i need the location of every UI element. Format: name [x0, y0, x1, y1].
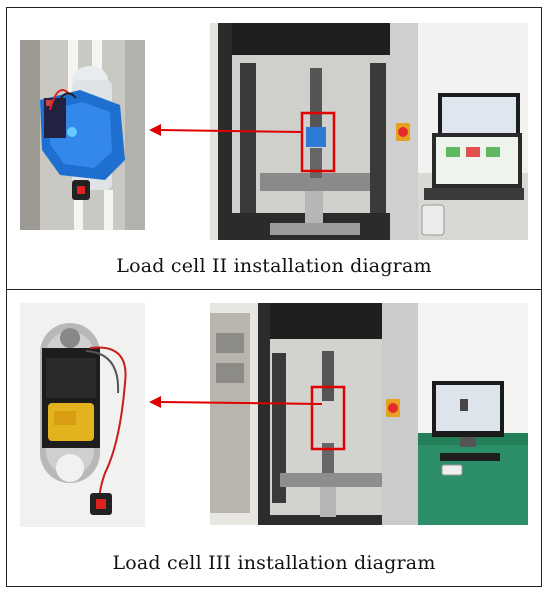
red-pointer-arrow-bottom [149, 396, 323, 408]
testing-machine-illustration-bottom [210, 303, 528, 525]
red-pointer-arrow-top [149, 124, 304, 136]
caption-load-cell-iii: Load cell III installation diagram [112, 552, 436, 574]
bottom-figure-panel: Load cell III installation diagram [6, 289, 542, 587]
caption-load-cell-ii: Load cell II installation diagram [116, 255, 432, 277]
load-cell-iii-closeup-illustration [20, 303, 145, 527]
load-cell-ii-closeup-illustration [20, 40, 145, 230]
top-figure-panel: Load cell II installation diagram [6, 7, 542, 290]
load-cell-ii-closeup-photo [20, 40, 145, 230]
testing-machine-photo-bottom [210, 303, 528, 525]
load-cell-iii-closeup-photo [20, 303, 145, 527]
